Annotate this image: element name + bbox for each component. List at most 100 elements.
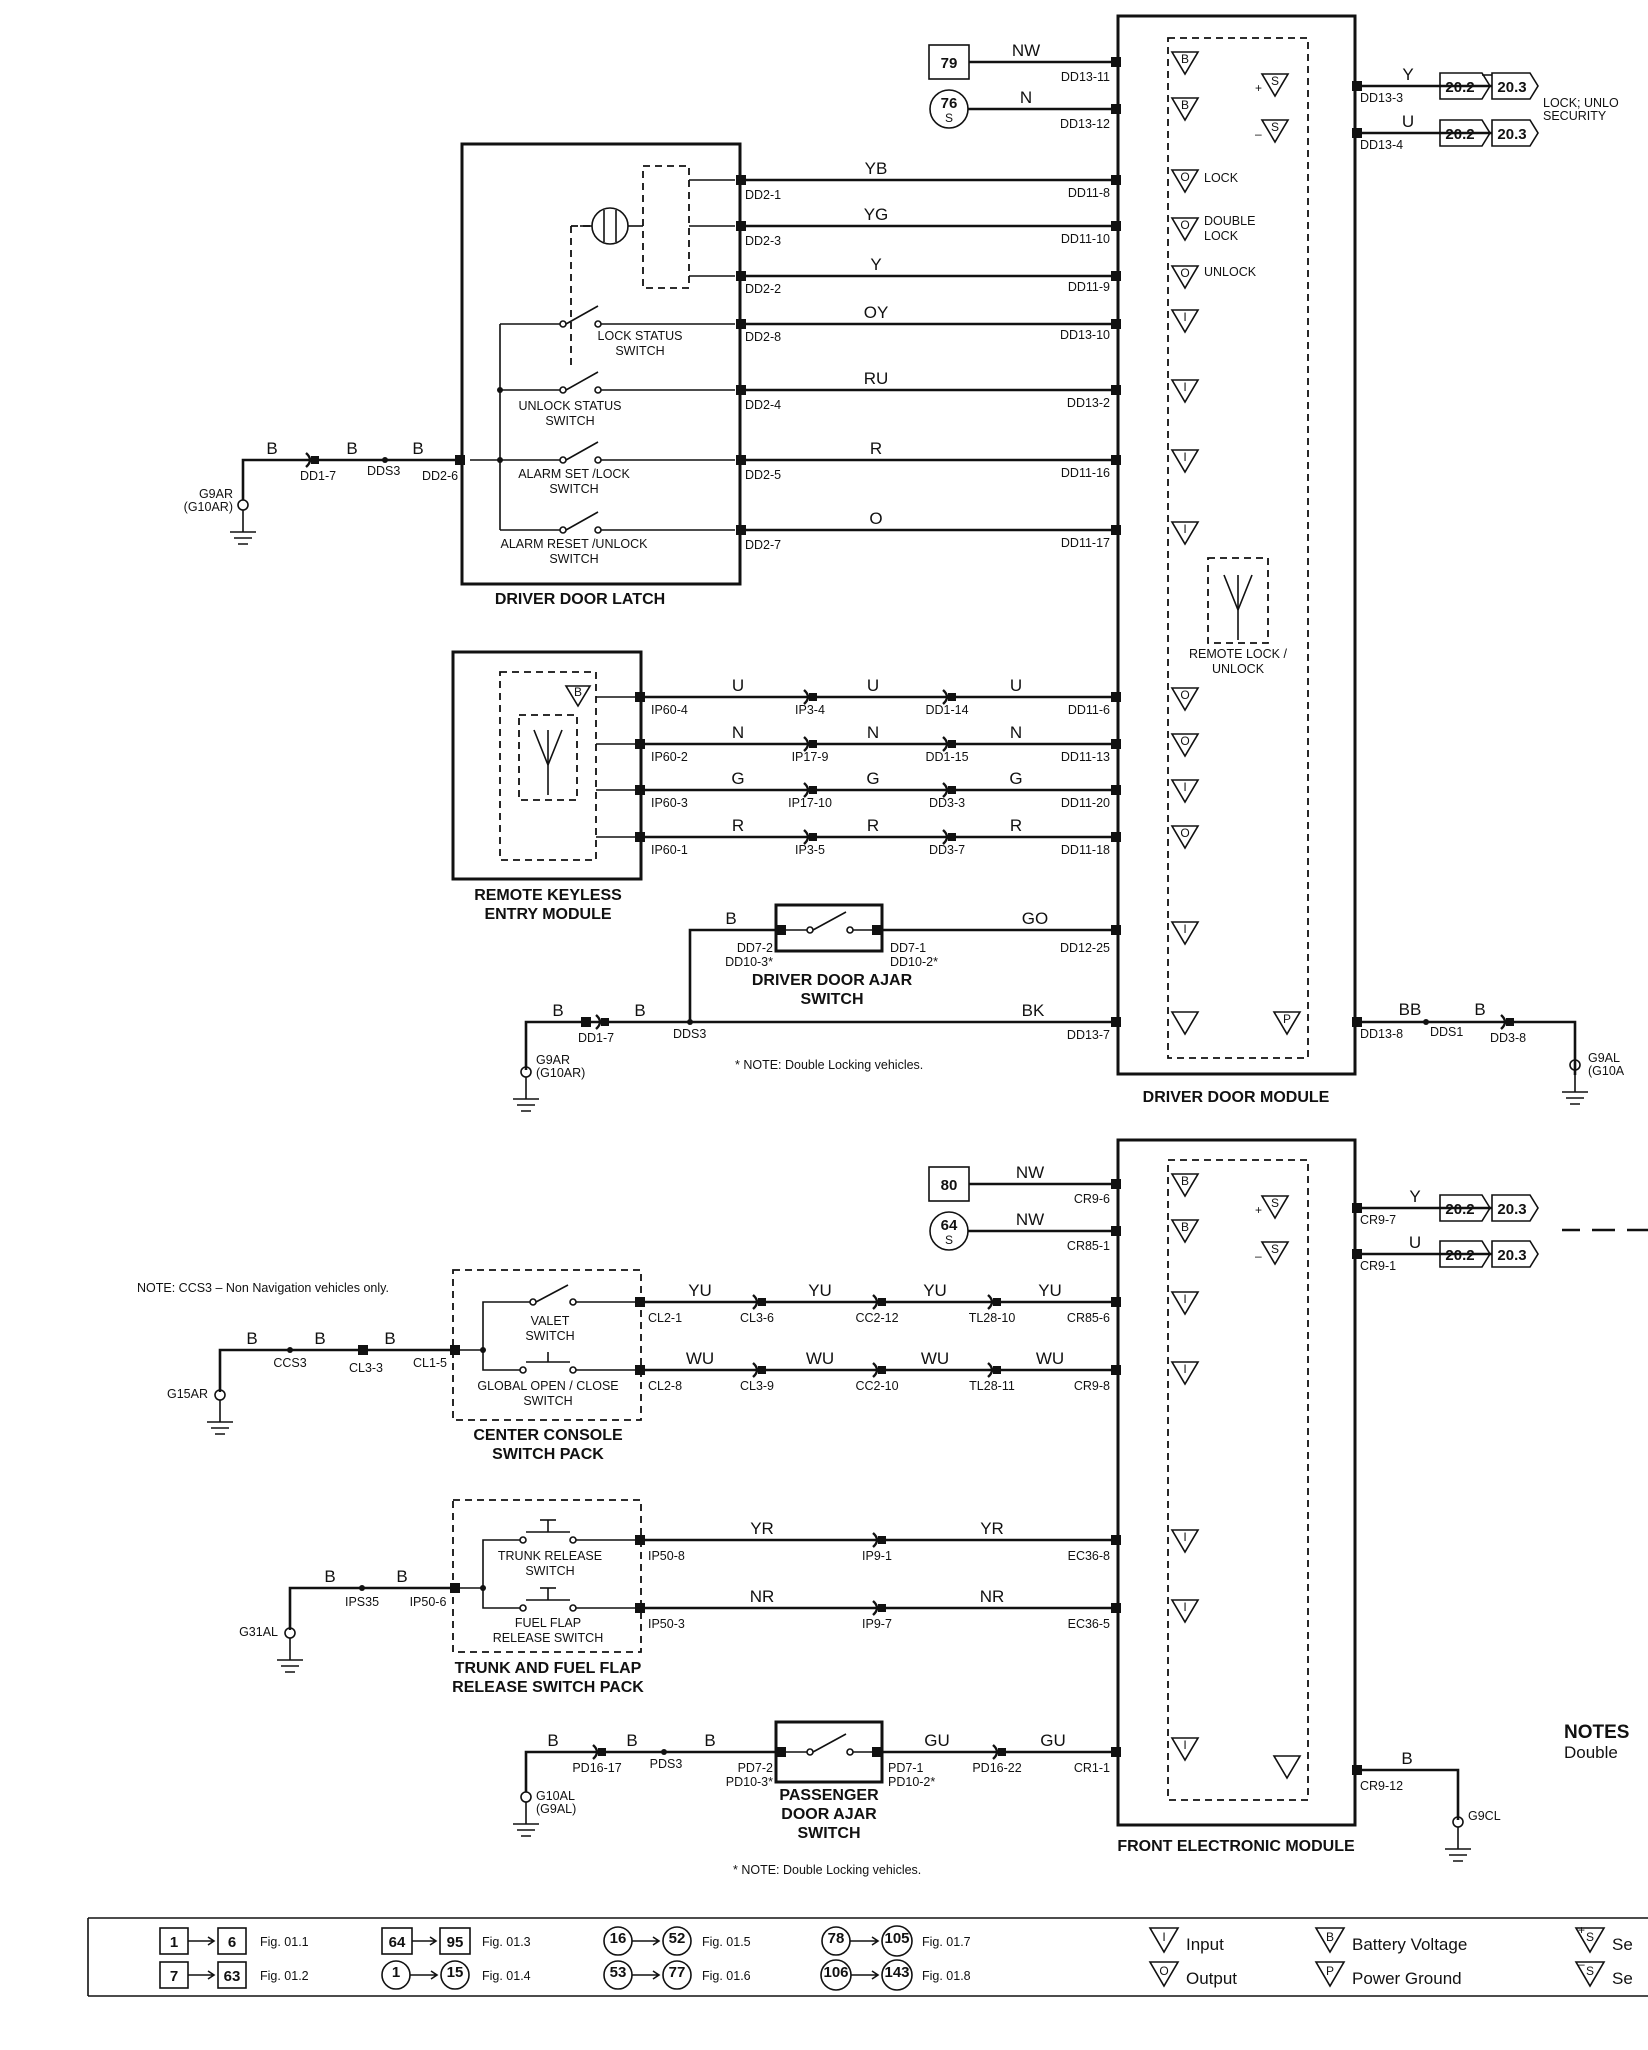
input-symbol: I	[1170, 309, 1200, 334]
svg-text:I: I	[1183, 1292, 1186, 1306]
passenger-door-ajar-switch: PASSENGER DOOR AJAR SWITCH	[774, 1720, 884, 1842]
svg-text:Fig. 01.3: Fig. 01.3	[482, 1935, 531, 1949]
svg-text:20.3: 20.3	[1497, 1201, 1526, 1218]
svg-text:IP50-6: IP50-6	[410, 1595, 447, 1609]
connector-pin	[1111, 1747, 1121, 1757]
double-lock-output-label: DOUBLE	[1204, 214, 1255, 228]
svg-text:Battery Voltage: Battery Voltage	[1352, 1935, 1467, 1954]
svg-text:DD7-2: DD7-2	[737, 941, 773, 955]
output-symbol: O	[1170, 687, 1200, 712]
svg-text:EC36-8: EC36-8	[1068, 1549, 1110, 1563]
ref-80-box: 80	[928, 1166, 970, 1202]
connector-pin	[1352, 1765, 1362, 1775]
signal-minus-symbol: S–	[1255, 119, 1290, 144]
svg-text:YR: YR	[980, 1519, 1004, 1538]
svg-text:IP60-2: IP60-2	[651, 750, 688, 764]
svg-text:PD10-2*: PD10-2*	[888, 1775, 935, 1789]
connector-pin	[1111, 319, 1121, 329]
svg-text:CL2-8: CL2-8	[648, 1379, 682, 1393]
svg-text:20.3: 20.3	[1497, 79, 1526, 96]
wire-color: O	[869, 509, 882, 528]
svg-text:TRUNK RELEASE: TRUNK RELEASE	[498, 1549, 602, 1563]
svg-text:S: S	[1586, 1930, 1594, 1944]
legend-signal-minus: S–Se	[1574, 1957, 1633, 1988]
connector-pin	[1111, 271, 1121, 281]
ref-20-2-arrow: 20.2	[1439, 119, 1491, 147]
svg-text:CR9-8: CR9-8	[1074, 1379, 1110, 1393]
lock-output-label: LOCK	[1204, 171, 1239, 185]
connector-pin	[948, 740, 956, 748]
svg-text:B: B	[552, 1001, 563, 1020]
input-symbol: I	[1170, 1737, 1200, 1762]
latch-wires	[740, 178, 1118, 532]
connector-pin	[948, 833, 956, 841]
svg-text:I: I	[1183, 1362, 1186, 1376]
connector-pin	[736, 385, 746, 395]
signal-plus-symbol: S+	[1255, 1195, 1290, 1220]
power-ground-symbol: P	[1272, 1011, 1302, 1036]
input-symbol: I	[1170, 1529, 1200, 1554]
svg-text:DRIVER DOOR AJAR: DRIVER DOOR AJAR	[752, 972, 913, 989]
svg-text:ENTRY MODULE: ENTRY MODULE	[484, 906, 611, 923]
svg-text:U: U	[1409, 1233, 1421, 1252]
svg-text:DD2-3: DD2-3	[745, 234, 781, 248]
connector-pin	[1111, 692, 1121, 702]
connector-pin	[872, 925, 882, 935]
svg-text:Fig. 01.1: Fig. 01.1	[260, 1935, 309, 1949]
svg-text:GU: GU	[924, 1731, 950, 1750]
output-note: LOCK; UNLO	[1543, 96, 1619, 110]
svg-text:DD1-15: DD1-15	[925, 750, 968, 764]
svg-text:106: 106	[823, 1964, 848, 1981]
svg-text:P: P	[1283, 1012, 1291, 1026]
svg-text:G: G	[1009, 769, 1022, 788]
svg-text:DD11-17: DD11-17	[1061, 536, 1110, 550]
svg-text:DDS3: DDS3	[673, 1027, 706, 1041]
svg-text:DD11-9: DD11-9	[1068, 280, 1110, 294]
connector-pin	[1111, 385, 1121, 395]
svg-text:P: P	[1326, 1964, 1334, 1978]
inline-connector	[803, 782, 810, 798]
output-symbol: O	[1170, 825, 1200, 850]
ground-icon	[513, 1791, 539, 1837]
ref-20-2-arrow: 20.2	[1439, 1194, 1491, 1222]
connector-pin	[809, 740, 817, 748]
svg-text:S: S	[945, 111, 953, 125]
driver-door-latch: DRIVER DOOR LATCH LOCK STATUS SWITCH UNL…	[460, 142, 742, 608]
svg-text:TL28-10: TL28-10	[969, 1311, 1016, 1325]
svg-text:O: O	[1180, 826, 1189, 840]
svg-text:S: S	[1271, 1242, 1279, 1256]
svg-text:G15AR: G15AR	[167, 1387, 208, 1401]
svg-text:N: N	[1010, 723, 1022, 742]
wire-color: OY	[864, 303, 889, 322]
connector-label: DD13-4	[1360, 138, 1403, 152]
svg-text:CENTER CONSOLE: CENTER CONSOLE	[473, 1427, 623, 1444]
connector-pin	[1111, 1603, 1121, 1613]
svg-text:WU: WU	[921, 1349, 949, 1368]
inline-connector	[752, 1294, 759, 1310]
front-electronic-module: FRONT ELECTRONIC MODULE B B I I I I I S+…	[1116, 1138, 1357, 1855]
input-symbol: I	[1170, 921, 1200, 946]
svg-text:Output: Output	[1186, 1969, 1237, 1988]
input-symbol: I	[1170, 449, 1200, 474]
inline-connector	[592, 1744, 599, 1760]
svg-text:IP50-8: IP50-8	[648, 1549, 685, 1563]
battery-voltage-symbol: B	[1170, 97, 1200, 122]
svg-text:6: 6	[228, 1934, 236, 1951]
wire-color: NW	[1012, 41, 1040, 60]
svg-text:DD1-7: DD1-7	[578, 1031, 614, 1045]
connector-label: DD13-8	[1360, 1027, 1403, 1041]
connector-pin	[736, 525, 746, 535]
battery-voltage-symbol: B	[1170, 1173, 1200, 1198]
input-symbol: I	[1170, 521, 1200, 546]
svg-text:IP60-4: IP60-4	[651, 703, 688, 717]
svg-text:O: O	[1180, 170, 1189, 184]
svg-text:ALARM SET /LOCK: ALARM SET /LOCK	[518, 467, 630, 481]
svg-text:REMOTE KEYLESS: REMOTE KEYLESS	[474, 887, 622, 904]
signal-minus-symbol: S–	[1255, 1241, 1290, 1266]
wire-color: U	[1402, 112, 1414, 131]
svg-text:B: B	[1401, 1749, 1412, 1768]
connector-pin	[581, 1017, 591, 1027]
output-note: SECURITY	[1543, 109, 1607, 123]
